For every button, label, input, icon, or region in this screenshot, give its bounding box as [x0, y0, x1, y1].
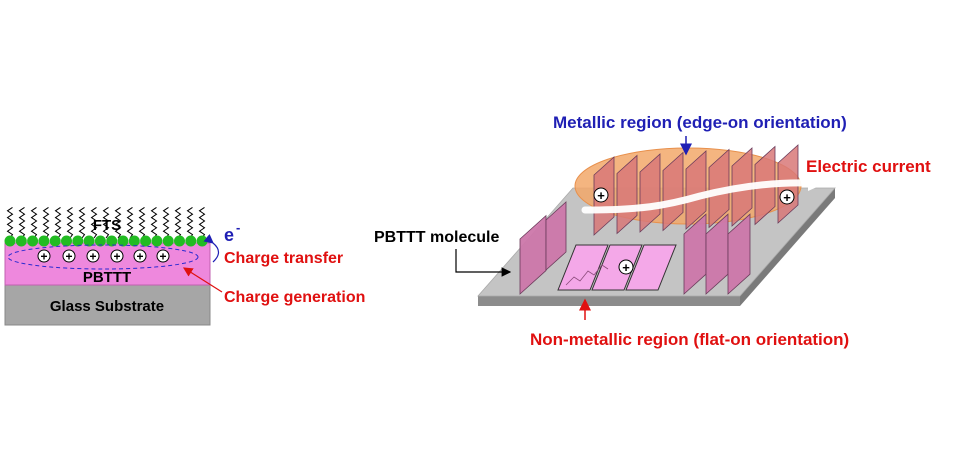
lamella — [727, 213, 751, 295]
fts-chains — [6, 206, 206, 239]
hole: + — [618, 259, 634, 275]
charge-generation-arrow — [182, 267, 223, 293]
fts-dot — [151, 235, 163, 247]
glass-substrate-label: Glass Substrate — [50, 298, 164, 315]
fts-dot — [49, 235, 61, 247]
electron-label: e — [224, 225, 234, 245]
hole: + — [110, 249, 124, 264]
hole: + — [133, 249, 147, 264]
electric-current-arrowhead — [808, 175, 826, 191]
fts-label: FTS — [93, 217, 121, 234]
fts-chain — [114, 206, 122, 239]
left-lamellae — [519, 201, 567, 295]
svg-text:+: + — [622, 260, 630, 275]
lamella — [519, 214, 547, 295]
fts-dot — [72, 235, 84, 247]
right-lamellae — [683, 213, 751, 295]
flat-lamella — [591, 244, 643, 291]
hole: + — [37, 249, 51, 264]
hole: + — [156, 249, 170, 264]
svg-text:+: + — [136, 250, 143, 264]
pbttt-molecule-label: PBTTT molecule — [374, 229, 499, 246]
flat-lamella — [625, 244, 677, 291]
glass-substrate-layer — [4, 284, 211, 326]
fts-chain — [174, 206, 182, 239]
right-device-3d: + + + Metallic region (edge-on orientati… — [374, 113, 931, 349]
fts-chain — [126, 206, 134, 239]
hole: + — [779, 189, 795, 205]
fts-chain — [198, 206, 206, 239]
charge-transfer-arrow — [203, 233, 220, 263]
fts-chain — [186, 206, 194, 239]
fts-dot — [174, 235, 185, 247]
fts-dot — [140, 235, 152, 247]
fts-dot — [4, 235, 16, 247]
lamella — [616, 154, 638, 235]
fts-dot — [15, 235, 27, 247]
metallic-lamellae — [593, 144, 799, 236]
charge-generation-label: Charge generation — [224, 289, 365, 306]
fts-dot — [27, 235, 39, 247]
fts-chain — [42, 206, 50, 239]
metallic-region-label: Metallic region (edge-on orientation) — [553, 113, 847, 132]
lamella — [705, 213, 729, 295]
fts-dot — [38, 235, 50, 247]
lamella — [683, 213, 707, 295]
svg-text:+: + — [783, 190, 791, 205]
electric-current-label: Electric current — [806, 157, 931, 176]
fts-chain — [54, 206, 62, 239]
fts-dot-row — [4, 235, 208, 247]
fts-chain — [102, 206, 110, 239]
charge-transfer-label: Charge transfer — [224, 250, 343, 267]
substrate-plate-side-right — [740, 188, 835, 306]
fts-dot — [94, 235, 106, 247]
hole: + — [62, 249, 76, 264]
fts-chain — [30, 206, 38, 239]
fts-dot — [61, 235, 72, 247]
svg-text:+: + — [89, 250, 96, 264]
fts-chain — [150, 206, 158, 239]
svg-text:+: + — [113, 250, 120, 264]
fts-chain — [162, 206, 170, 239]
non-metallic-region-label: Non-metallic region (flat-on orientation… — [530, 330, 849, 349]
fts-chain — [66, 206, 74, 239]
fts-dot — [106, 235, 118, 247]
fts-chain — [90, 206, 98, 239]
fts-chain — [6, 206, 14, 239]
svg-text:+: + — [40, 250, 47, 264]
pbttt-molecule-arrow — [455, 249, 512, 277]
svg-text:+: + — [65, 250, 72, 264]
hole: + — [593, 187, 609, 203]
fts-dot — [196, 235, 208, 247]
substrate-plate-side — [478, 296, 740, 306]
fts-chain — [78, 206, 86, 239]
molecular-backbone — [565, 264, 609, 286]
fts-chain — [138, 206, 146, 239]
lamella — [639, 153, 661, 233]
fts-chain — [18, 206, 26, 239]
fts-dot — [83, 235, 95, 247]
svg-text:+: + — [159, 250, 166, 264]
pbttt-layer — [4, 242, 211, 286]
hole-row: + + + + + + — [37, 249, 170, 264]
fts-dot — [162, 235, 174, 247]
svg-text:+: + — [597, 188, 605, 203]
fts-dot — [185, 235, 197, 247]
flat-on-lamellae — [557, 244, 677, 291]
electric-current-path — [581, 179, 814, 214]
hole: + — [86, 249, 100, 264]
fts-dot — [117, 235, 129, 247]
pbttt-layer-label: PBTTT — [83, 269, 131, 286]
electron-superscript: - — [236, 220, 240, 235]
left-device-stack: + + + + + + FTS PBTTT Glass Substrate e - Cha… — [4, 206, 365, 326]
lamella — [545, 201, 567, 271]
charge-region-ellipse — [7, 244, 199, 270]
flat-lamella — [557, 244, 609, 291]
lamella — [685, 150, 707, 230]
fts-dot — [128, 235, 140, 247]
